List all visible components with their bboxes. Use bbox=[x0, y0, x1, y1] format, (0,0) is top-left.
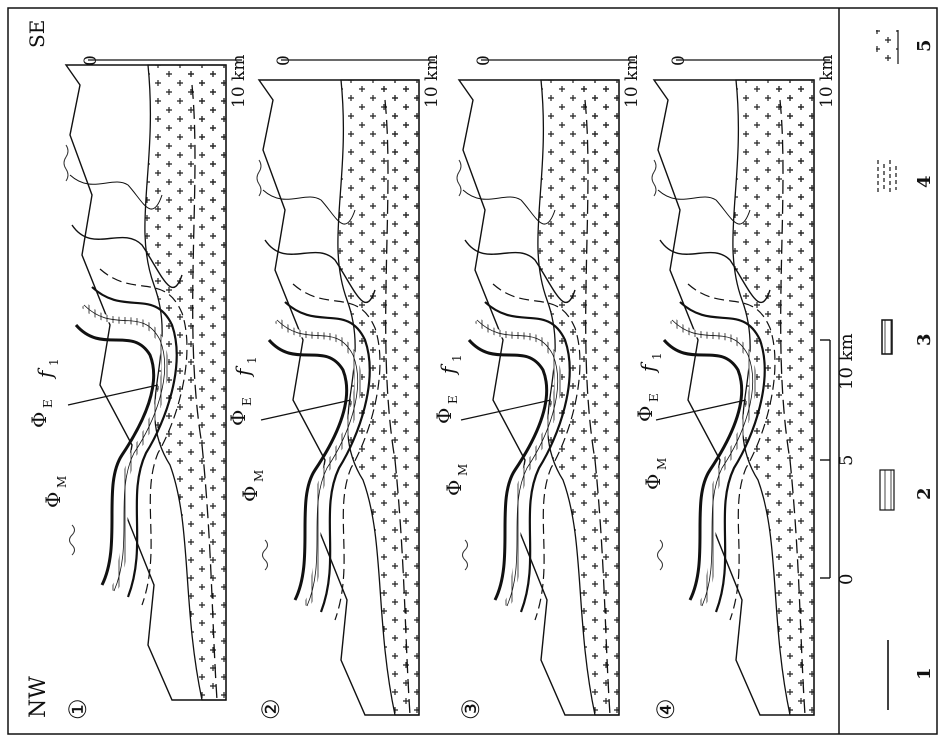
phi-e-subscript: E bbox=[446, 395, 460, 404]
phi-e-subscript: E bbox=[41, 399, 55, 408]
fault-subscript: 1 bbox=[450, 354, 464, 362]
fault-label: f bbox=[231, 365, 255, 378]
se-label: SE bbox=[25, 20, 49, 48]
panel-number: ③ bbox=[457, 698, 485, 720]
legend-number-3: 3 bbox=[914, 333, 935, 346]
legend-number-1: 1 bbox=[914, 667, 935, 680]
fault-subscript: 1 bbox=[47, 358, 61, 366]
legend-item-4: 4 bbox=[878, 160, 935, 194]
scale-zero-label: 0 bbox=[836, 574, 857, 585]
depth-ten-label: 10 km bbox=[817, 55, 837, 108]
panel-number: ④ bbox=[652, 698, 680, 720]
legend-item-5: 5 bbox=[876, 30, 935, 64]
depth-ten-label: 10 km bbox=[422, 55, 442, 108]
phi-e-subscript: E bbox=[240, 397, 254, 406]
legend: 1 2 3 4 5 bbox=[876, 30, 935, 710]
panel-number: ① bbox=[64, 698, 92, 720]
fault-label: f bbox=[636, 361, 660, 374]
phi-e-label: Φ bbox=[226, 410, 250, 426]
section-drawing bbox=[257, 80, 419, 715]
section-drawing bbox=[652, 80, 814, 715]
section-drawing bbox=[457, 80, 619, 715]
legend-item-2: 2 bbox=[880, 470, 935, 510]
legend-item-3: 3 bbox=[882, 320, 935, 354]
fault-label: f bbox=[33, 367, 57, 380]
depth-zero-label: 0 bbox=[669, 55, 689, 66]
phi-m-label: Φ bbox=[238, 486, 262, 502]
phi-m-label: Φ bbox=[442, 480, 466, 496]
phi-e-label: Φ bbox=[633, 406, 657, 422]
scale-five-label: 5 bbox=[836, 455, 857, 466]
depth-zero-label: 0 bbox=[474, 55, 494, 66]
depth-ten-label: 10 km bbox=[622, 55, 642, 108]
phi-m-subscript: M bbox=[456, 464, 470, 476]
depth-zero-label: 0 bbox=[274, 55, 294, 66]
fault-subscript: 1 bbox=[245, 356, 259, 364]
depth-zero-label: 0 bbox=[81, 55, 101, 66]
legend-item-1: 1 bbox=[888, 640, 935, 710]
phi-m-label: Φ bbox=[641, 474, 665, 490]
panel-number: ② bbox=[257, 698, 285, 720]
phi-m-subscript: M bbox=[55, 476, 69, 488]
fault-subscript: 1 bbox=[650, 352, 664, 360]
phi-m-subscript: M bbox=[252, 470, 266, 482]
phi-e-label: Φ bbox=[27, 412, 51, 428]
scale-ten-label: 10 km bbox=[836, 333, 857, 390]
nw-label: NW bbox=[26, 676, 51, 718]
depth-ten-label: 10 km bbox=[229, 55, 249, 108]
legend-number-2: 2 bbox=[914, 487, 935, 500]
legend-symbol-hatched bbox=[882, 320, 892, 354]
legend-number-5: 5 bbox=[914, 39, 935, 52]
phi-e-label: Φ bbox=[432, 408, 456, 424]
fault-label: f bbox=[436, 363, 460, 376]
phi-m-label: Φ bbox=[41, 492, 65, 508]
legend-symbol-crosses bbox=[876, 30, 898, 64]
phi-e-subscript: E bbox=[647, 393, 661, 402]
legend-symbol-ladder bbox=[880, 470, 894, 510]
legend-symbol-dashed bbox=[878, 160, 896, 194]
legend-number-4: 4 bbox=[914, 175, 935, 188]
phi-m-subscript: M bbox=[655, 458, 669, 470]
section-drawing bbox=[64, 65, 226, 700]
